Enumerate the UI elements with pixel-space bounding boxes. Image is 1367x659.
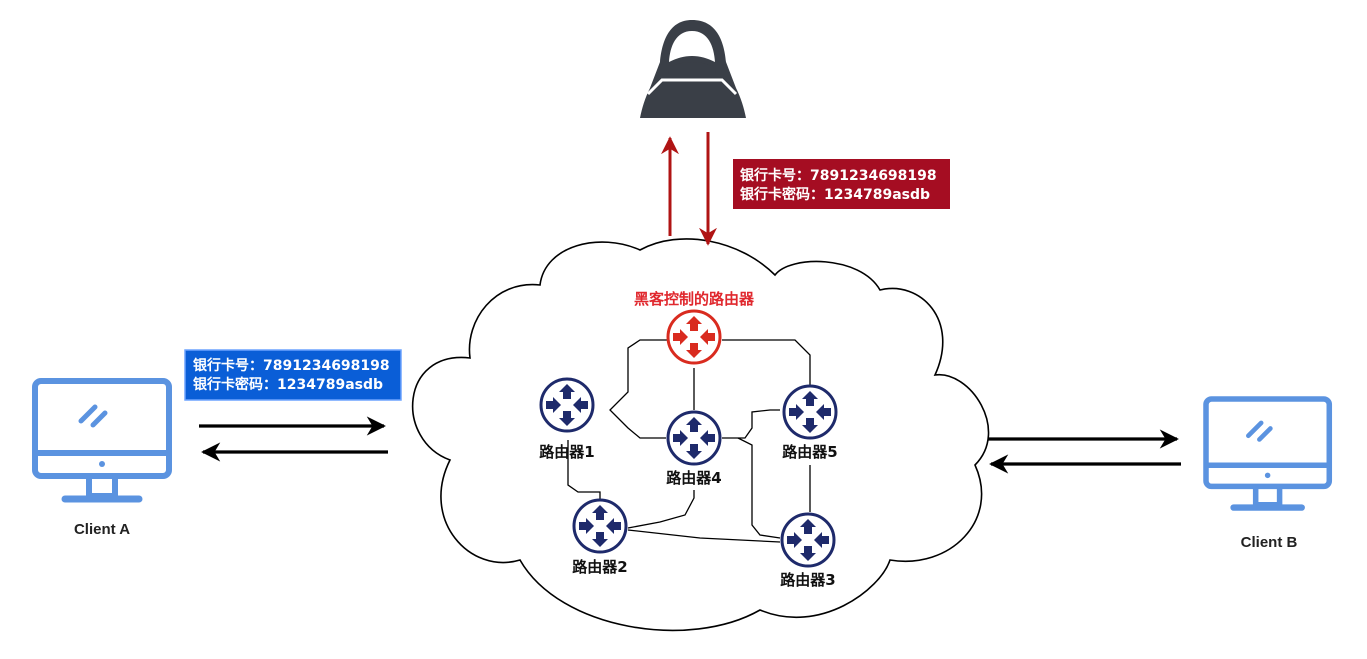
router-1[interactable]: 路由器1 bbox=[539, 377, 595, 461]
router-2[interactable]: 路由器2 bbox=[572, 498, 628, 576]
router-3[interactable]: 路由器3 bbox=[780, 512, 836, 589]
desktop-monitor-icon bbox=[1206, 399, 1329, 508]
client-message-line2: 银行卡密码：1234789asdb bbox=[193, 376, 383, 393]
client-message-box: 银行卡号：7891234698198 银行卡密码：1234789asdb bbox=[184, 349, 402, 401]
client-a[interactable]: Client A bbox=[35, 381, 169, 538]
client-b-arrows bbox=[988, 429, 1181, 474]
client-b-label: Client B bbox=[1241, 534, 1298, 551]
hacked-router[interactable]: 黑客控制的路由器 bbox=[634, 290, 755, 365]
router-icon bbox=[782, 384, 838, 440]
router-5[interactable]: 路由器5 bbox=[782, 384, 838, 461]
hacker-icon bbox=[640, 20, 746, 118]
router-icon bbox=[780, 512, 836, 568]
desktop-monitor-icon bbox=[35, 381, 169, 499]
stolen-message-line1: 银行卡号：7891234698198 bbox=[740, 167, 937, 184]
stolen-message-box: 银行卡号：7891234698198 银行卡密码：1234789asdb bbox=[733, 159, 950, 209]
router-2-label: 路由器2 bbox=[572, 558, 627, 576]
router-4[interactable]: 路由器4 bbox=[666, 410, 722, 487]
router-icon bbox=[572, 498, 628, 554]
client-message-line1: 银行卡号：7891234698198 bbox=[193, 357, 390, 374]
hacked-router-label: 黑客控制的路由器 bbox=[634, 290, 755, 308]
router-icon bbox=[666, 410, 722, 466]
stolen-message-line2: 银行卡密码：1234789asdb bbox=[740, 186, 930, 203]
router-1-label: 路由器1 bbox=[539, 443, 594, 461]
client-a-label: Client A bbox=[74, 521, 130, 538]
router-links bbox=[567, 339, 811, 543]
router-icon bbox=[539, 377, 595, 433]
router-5-label: 路由器5 bbox=[782, 443, 837, 461]
client-b[interactable]: Client B bbox=[1206, 399, 1329, 551]
router-icon bbox=[666, 309, 722, 365]
client-a-arrows bbox=[199, 416, 388, 462]
router-4-label: 路由器4 bbox=[666, 469, 721, 487]
router-3-label: 路由器3 bbox=[780, 571, 835, 589]
hacker-arrows bbox=[661, 132, 717, 246]
